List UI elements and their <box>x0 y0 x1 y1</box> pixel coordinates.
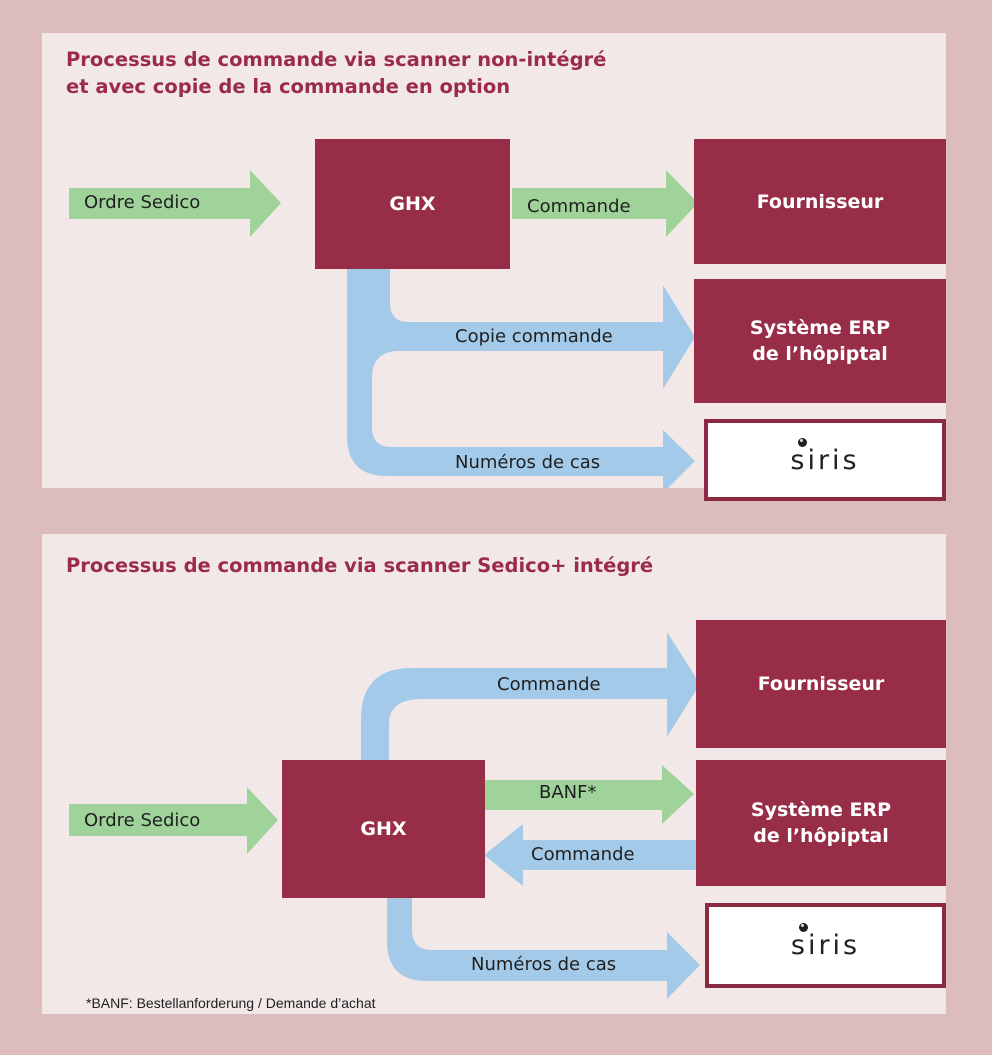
box-fournisseur: Fournisseur <box>694 139 946 264</box>
footnote-banf: *BANF: Bestellanforderung / Demande d’ac… <box>86 995 376 1011</box>
siris-dot-icon <box>798 437 808 447</box>
arrow-numeros-de-cas <box>387 898 700 999</box>
box-ghx: GHX <box>282 760 485 898</box>
label-banf: BANF* <box>539 782 597 803</box>
fournisseur-label: Fournisseur <box>757 673 885 695</box>
box-erp: Système ERP de l’hôpiptal <box>696 760 946 886</box>
erp-line-2: de l’hôpiptal <box>752 343 888 365</box>
label-commande-back: Commande <box>531 844 635 865</box>
title-line-1: Processus de commande via scanner non-in… <box>66 48 607 71</box>
erp-line-1: Système ERP <box>749 317 891 339</box>
arrow-commande <box>512 170 698 237</box>
label-commande-top: Commande <box>497 674 601 695</box>
siris-logo: siris <box>705 903 946 988</box>
erp-line-2: de l’hôpiptal <box>753 825 889 847</box>
arrow-ordre-sedico <box>69 787 278 854</box>
siris-wordmark: siris <box>790 437 859 474</box>
arrows-panel2 <box>69 632 700 999</box>
erp-line-1: Système ERP <box>750 799 892 821</box>
erp-label: Système ERP de l’hôpiptal <box>751 797 891 849</box>
label-ordre-sedico: Ordre Sedico <box>84 810 201 831</box>
siris-dot-icon <box>798 923 808 932</box>
arrow-copie-commande <box>347 268 695 414</box>
siris-wordmark: siris <box>791 923 860 959</box>
box-ghx: GHX <box>315 139 510 269</box>
panel-non-integrated: Processus de commande via scanner non-in… <box>42 33 946 501</box>
arrow-commande-top <box>361 632 700 760</box>
arrow-numeros-de-cas <box>347 403 695 488</box>
fournisseur-label: Fournisseur <box>756 190 884 213</box>
siris-logo: siris <box>704 419 946 501</box>
label-ordre-sedico: Ordre Sedico <box>84 192 201 213</box>
label-copie-commande: Copie commande <box>455 326 613 347</box>
arrow-commande-back <box>484 824 697 886</box>
ghx-label: GHX <box>360 818 407 840</box>
panel-title: Processus de commande via scanner non-in… <box>66 46 606 100</box>
ghx-label: GHX <box>389 193 436 215</box>
label-numeros-de-cas: Numéros de cas <box>455 452 601 473</box>
panel-title: Processus de commande via scanner Sedico… <box>66 554 654 577</box>
erp-label: Système ERP de l’hôpiptal <box>750 315 890 367</box>
panel-integrated: Processus de commande via scanner Sedico… <box>42 534 946 1014</box>
arrow-banf <box>484 765 694 824</box>
arrows-panel1 <box>69 170 698 488</box>
title-line-2: et avec copie de la commande en option <box>66 75 511 98</box>
box-fournisseur: Fournisseur <box>696 620 946 748</box>
arrow-ordre-sedico <box>69 170 281 237</box>
label-numeros-de-cas: Numéros de cas <box>471 954 617 975</box>
box-erp: Système ERP de l’hôpiptal <box>694 279 946 403</box>
label-commande: Commande <box>527 196 631 217</box>
